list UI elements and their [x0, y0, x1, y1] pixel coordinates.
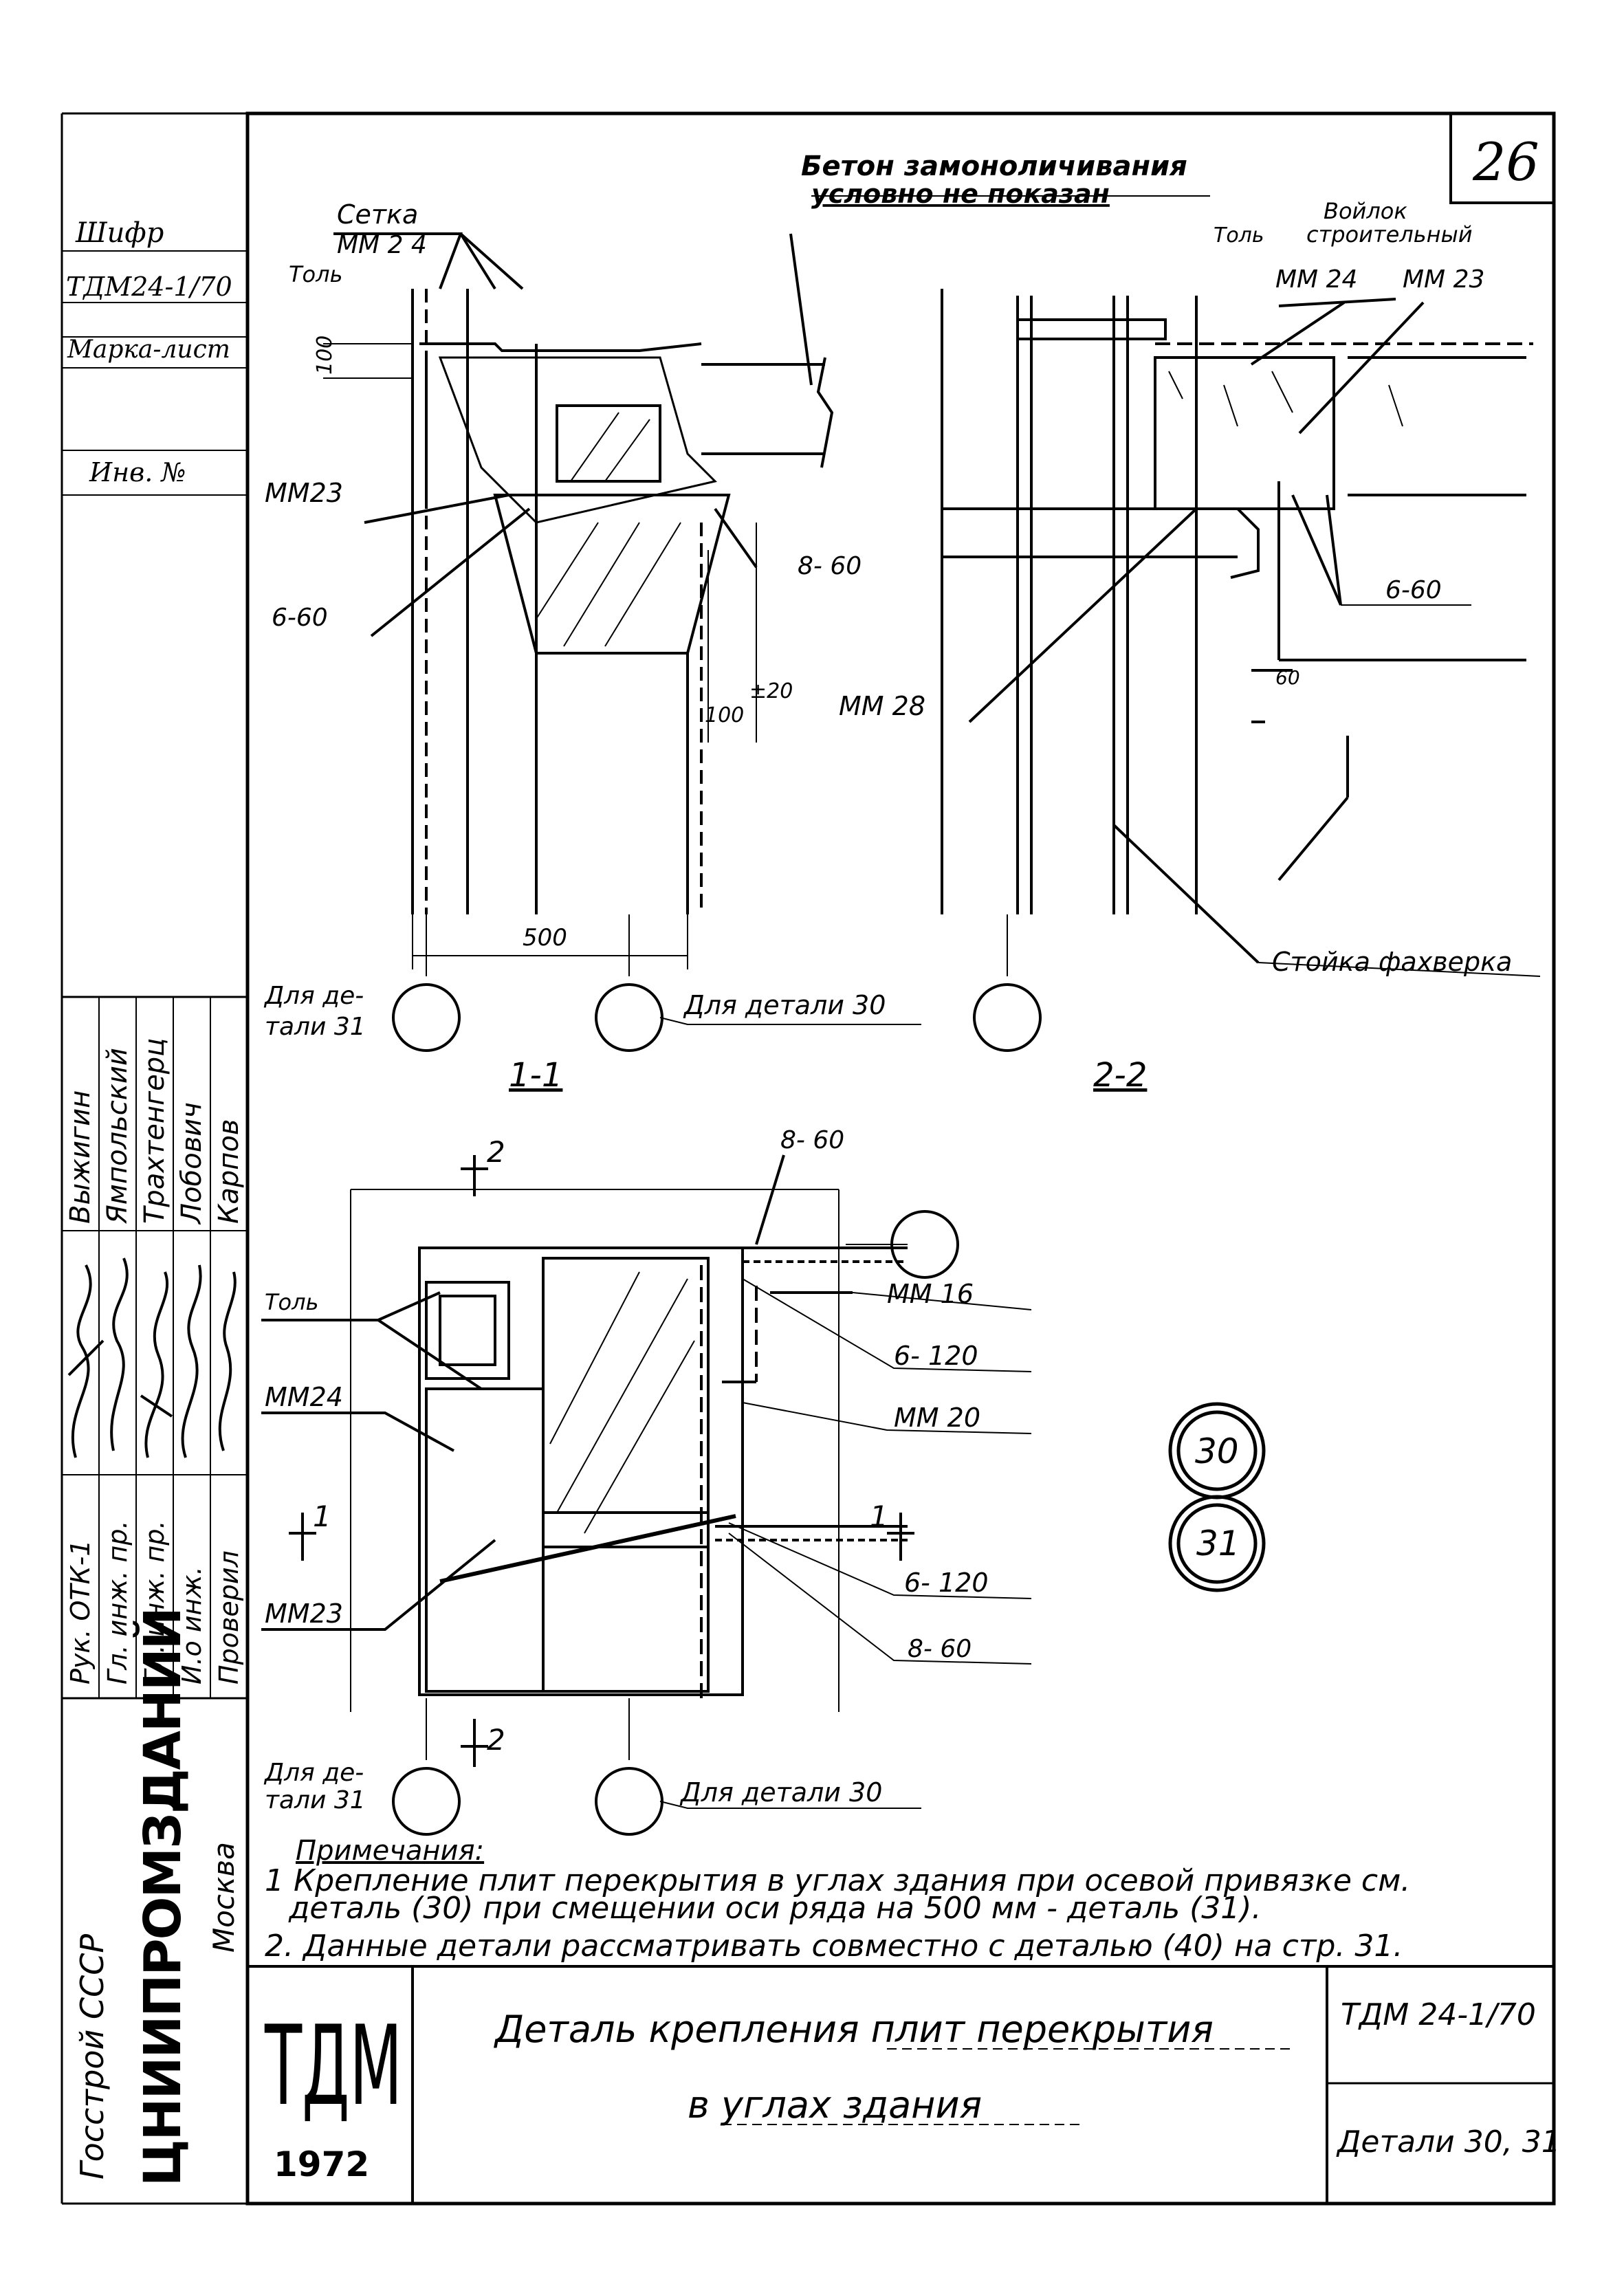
mm24-label-2-2: ММ 24 — [1275, 265, 1357, 294]
role-0: Рук. ОТК-1 — [65, 1539, 96, 1684]
tol-label-2-2: Толь — [1214, 223, 1264, 248]
weld-6120-b: 6- 120 — [904, 1568, 989, 1598]
role-2: Гл. инж. пр. — [140, 1520, 170, 1684]
plan-mark-right-1: 1 — [870, 1500, 888, 1533]
section-1-1-caption: 1-1 — [509, 1056, 562, 1095]
sheet-frame — [61, 111, 1556, 2206]
notes-line-2: деталь (30) при смещении оси ряда на 500… — [288, 1891, 1261, 1926]
dim-500: 500 — [523, 924, 567, 952]
section-1-1-lines — [323, 232, 921, 1052]
dim-20: ±20 — [749, 679, 793, 703]
signature-names: Выжигин Ямпольский Трахтенгерц Лобович К… — [65, 1038, 245, 1225]
title-line-2: в углах здания — [688, 2083, 982, 2127]
plan-lines — [261, 1154, 1032, 1836]
callout-detail-30-a: Для детали 30 — [683, 990, 886, 1020]
tol-label-plan: Толь — [265, 1289, 318, 1315]
mm16-label: ММ 16 — [887, 1279, 974, 1309]
inv-no-label: Инв. № — [89, 457, 186, 487]
section-1-1: Сетка ММ 2 4 Толь 100 ММ23 6-60 8- 60 ±2… — [263, 199, 921, 1095]
notes-block: Примечания: 1 Крепление плит перекрытия … — [265, 1835, 1410, 1964]
name-3: Лобович — [176, 1102, 208, 1225]
notes-heading: Примечания: — [296, 1835, 484, 1867]
callout-detail-31-b-1: Для де- — [263, 1759, 364, 1787]
marka-list-label: Марка-лист — [67, 336, 230, 364]
role-4: Проверил — [214, 1550, 244, 1684]
plan-mark-top-2: 2 — [487, 1135, 505, 1169]
concrete-note-2: условно не показан — [811, 179, 1110, 209]
left-title-strip: Шифр ТДМ24-1/70 Марка-лист Инв. № Рук. О… — [65, 217, 245, 2186]
mm24-label-plan: ММ24 — [265, 1382, 343, 1412]
section-2-2-lines — [811, 195, 1541, 1052]
mm23-label-plan: ММ23 — [265, 1599, 343, 1629]
concrete-note-1: Бетон замоноличивания — [801, 151, 1187, 182]
section-2-2: Бетон замоноличивания условно не показан… — [801, 151, 1541, 1095]
plan-mark-bottom-2: 2 — [487, 1723, 505, 1757]
title-line-1: Деталь крепления плит перекрытия — [494, 2008, 1214, 2051]
sheet-name: Детали 30, 31 — [1336, 2124, 1561, 2160]
dim-60: 60 — [1275, 666, 1300, 689]
mm23-label-1-1: ММ23 — [265, 478, 343, 508]
page-number: 26 — [1472, 131, 1539, 193]
callout-detail-31-b-2: тали 31 — [265, 1786, 366, 1814]
post-label: Стойка фахверка — [1272, 947, 1512, 977]
plan-mark-left-1: 1 — [313, 1500, 331, 1533]
weld-860-label-1-1: 8- 60 — [798, 552, 862, 580]
felt-label-2: строительный — [1306, 221, 1473, 248]
dim-100-top: 100 — [313, 336, 337, 375]
title-block: ТДМ 1972 Деталь крепления плит перекрыти… — [264, 1997, 1560, 2184]
weld-6120-a: 6- 120 — [894, 1341, 978, 1371]
callout-detail-31-a-2: тали 31 — [265, 1013, 366, 1041]
section-2-2-caption: 2-2 — [1093, 1056, 1147, 1095]
weld-660-label-2-2: 6-60 — [1385, 576, 1442, 604]
org-city: Москва — [207, 1842, 241, 1953]
weld-860-top-plan: 8- 60 — [780, 1126, 844, 1154]
signature-roles: Рук. ОТК-1 Гл. инж. пр. Гл. инж. пр. И.о… — [65, 1520, 244, 1684]
mm20-label: ММ 20 — [894, 1403, 980, 1433]
role-1: Гл. инж. пр. — [102, 1520, 133, 1684]
callout-detail-30-b: Для детали 30 — [679, 1777, 882, 1808]
name-2: Трахтенгерц — [139, 1038, 171, 1224]
org-top: Госстрой СССР — [74, 1934, 111, 2179]
felt-label-1: Войлок — [1324, 198, 1407, 224]
role-3: И.о инж. — [177, 1566, 207, 1684]
mm28-label: ММ 28 — [839, 691, 925, 721]
shifr-value: ТДМ24-1/70 — [66, 272, 232, 302]
detail-markers: 30 31 — [1168, 1402, 1266, 1592]
mesh-mark: ММ 2 4 — [337, 231, 427, 259]
dim-100-side: 100 — [705, 703, 744, 727]
logo-letters: ТДМ — [264, 2001, 402, 2130]
shifr-label: Шифр — [75, 217, 164, 249]
handwritten-signatures — [67, 1258, 237, 1458]
sheet-code: ТДМ 24-1/70 — [1341, 1997, 1536, 2032]
name-4: Карпов — [213, 1119, 245, 1225]
tol-label-1-1: Толь — [289, 261, 342, 287]
plan-view: 2 2 1 1 8- 60 ММ 16 6- 120 ММ 20 Толь ММ… — [261, 1126, 1032, 1836]
mesh-title: Сетка — [337, 199, 418, 230]
detail-marker-31: 31 — [1196, 1524, 1240, 1563]
detail-marker-30: 30 — [1195, 1431, 1239, 1471]
notes-line-3: 2. Данные детали рассматривать совместно… — [265, 1929, 1403, 1964]
org-main: ЦНИИПРОМЗДАНИЙ — [132, 1608, 193, 2186]
mm23-label-2-2: ММ 23 — [1403, 265, 1484, 294]
logo-year: 1972 — [274, 2144, 369, 2184]
name-1: Ямпольский — [102, 1048, 133, 1225]
name-0: Выжигин — [65, 1090, 96, 1224]
weld-860-bottom-plan: 8- 60 — [908, 1635, 972, 1663]
callout-detail-31-a-1: Для де- — [263, 982, 364, 1010]
weld-660-label-1-1: 6-60 — [272, 604, 328, 632]
notes-line-1: 1 Крепление плит перекрытия в углах здан… — [265, 1863, 1410, 1898]
